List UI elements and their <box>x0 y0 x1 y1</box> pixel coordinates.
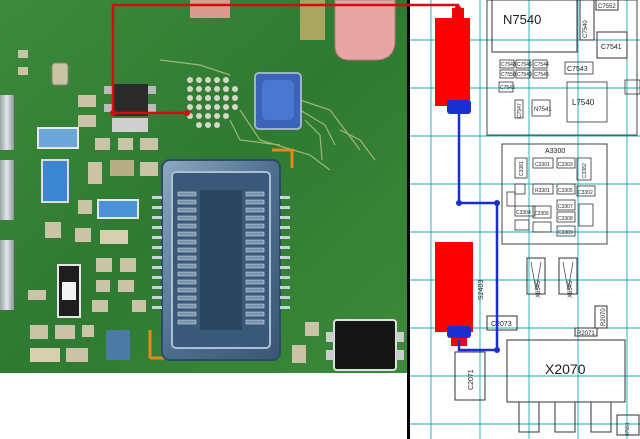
block-outline <box>486 0 638 136</box>
c3304-label: C3304 <box>516 210 531 216</box>
c3307-label: C3307 <box>558 204 573 210</box>
c7548-label: C7548 <box>501 62 516 68</box>
c7541-label: C7541 <box>601 44 622 51</box>
pink-pad <box>300 0 325 40</box>
pink-pad <box>334 0 396 61</box>
r3301-label: R3301 <box>535 188 550 194</box>
metal-strip <box>0 240 14 310</box>
c7543-label: C7543 <box>567 66 588 73</box>
c2073-label: C2073 <box>491 321 512 328</box>
s2403-label: S2403 <box>478 280 485 300</box>
j7551-label: J7551 <box>625 422 631 436</box>
metal-strip <box>0 160 14 220</box>
upper-pad <box>435 8 471 114</box>
c3382-label: C3382 <box>582 163 588 178</box>
board-connector <box>152 159 290 361</box>
chip-pad <box>112 118 148 132</box>
n7540-outline <box>491 0 578 53</box>
c7552-label: C7552 <box>598 4 616 10</box>
c7550-label: C7550 <box>501 72 516 78</box>
c3303-label: C3303 <box>558 162 573 168</box>
n7541-label: N7541 <box>534 107 552 113</box>
c754x-cluster <box>498 59 640 123</box>
c3381-label: C3381 <box>519 161 525 176</box>
connector-outline <box>272 148 294 168</box>
c7540-label: C7540 <box>583 20 589 38</box>
smd-components <box>18 50 158 362</box>
c2071-outline <box>454 351 486 401</box>
s2403-pad <box>435 242 473 346</box>
metal-strip <box>0 95 14 150</box>
r2071-label: R2071 <box>577 331 595 337</box>
x6545a-label: X6545 <box>536 280 542 298</box>
c3301-label: C3301 <box>535 162 550 168</box>
chip-pad <box>148 104 156 112</box>
c2071-label: C2071 <box>468 369 475 390</box>
black-chip <box>112 84 148 116</box>
c3306-label: C3306 <box>534 211 549 217</box>
x6545b-label: X6545 <box>568 280 574 298</box>
x6545b-outline <box>558 257 578 295</box>
c7542-label: C7542 <box>500 85 515 91</box>
chip-pad <box>104 86 112 94</box>
c7546-label: C7546 <box>517 62 532 68</box>
x2070-label: X2070 <box>545 361 586 377</box>
c3309-label: C3309 <box>558 230 573 236</box>
l7540-label: L7540 <box>572 98 595 107</box>
pink-pad <box>190 0 230 18</box>
c3302-label: C3302 <box>578 190 593 196</box>
a3300-parts <box>506 157 596 237</box>
chip-pad <box>148 86 156 94</box>
black-module <box>333 319 397 371</box>
c3305-label: C3305 <box>558 188 573 194</box>
schematic-panel: N7540 C7540 C7552 C7541 C7548 C7546 C754… <box>407 0 640 439</box>
c7545-label: C7545 <box>534 72 549 78</box>
a3300-label: A3300 <box>545 148 565 155</box>
pcb-photo <box>0 0 407 373</box>
a3300-outline <box>501 143 608 245</box>
n7540-label: N7540 <box>503 12 541 27</box>
x6545a-outline <box>526 257 546 295</box>
chip-pad <box>104 104 112 112</box>
c7549-label: C7549 <box>517 72 532 78</box>
c7544-label: C7544 <box>534 62 549 68</box>
c7547-label: C7547 <box>517 103 523 118</box>
c3308-label: C3308 <box>558 216 573 222</box>
schematic-border <box>407 0 410 439</box>
r2070-label: R2070 <box>601 308 607 326</box>
